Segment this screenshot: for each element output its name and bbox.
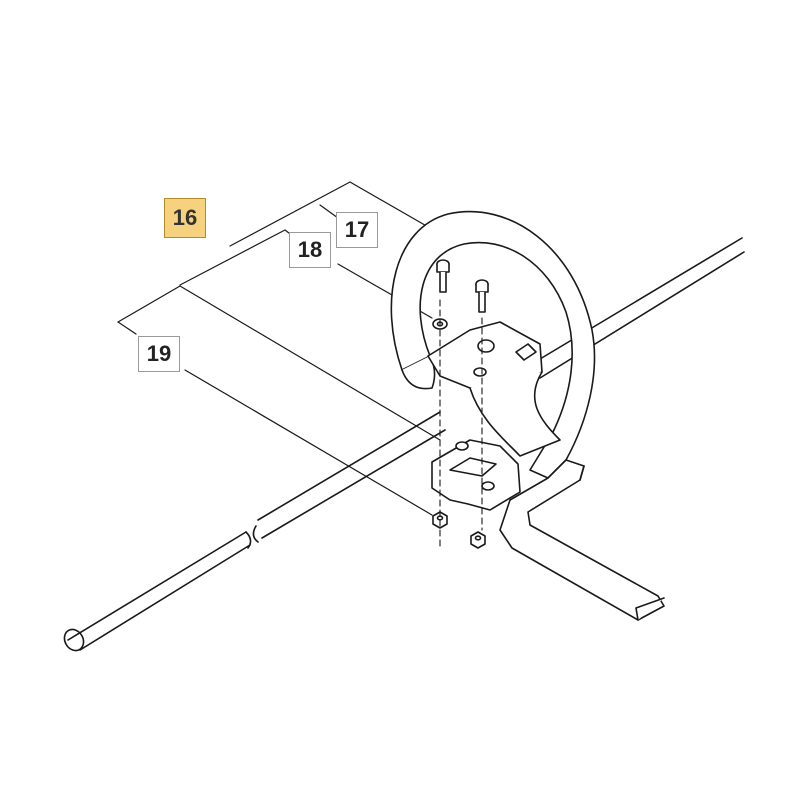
drive-shaft (63, 237, 745, 652)
upper-clamp (427, 321, 561, 457)
lower-clamp (431, 439, 521, 511)
callout-19-nuts: 19 (138, 336, 180, 372)
assembly-axis-lines (439, 299, 483, 551)
screws (436, 259, 489, 313)
loop-handle (390, 210, 665, 621)
callout-18-washers: 18 (289, 232, 331, 268)
nuts (432, 511, 486, 549)
callout-17-screws: 17 (336, 212, 378, 248)
callout-16-assembly: 16 (164, 198, 206, 238)
leader-lines (117, 181, 441, 516)
